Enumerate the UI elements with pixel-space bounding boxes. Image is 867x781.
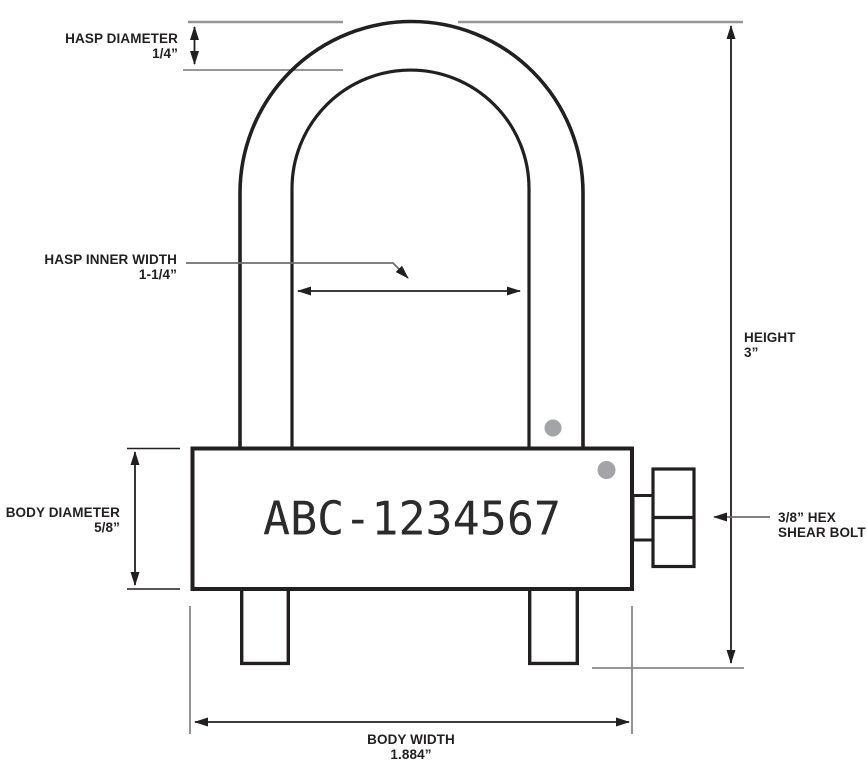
left-leg-bottom [240, 588, 290, 666]
hasp-diameter-label-text: HASP DIAMETER [65, 31, 178, 46]
body-diameter-label: BODY DIAMETER 5/8” [6, 505, 120, 535]
bolt-neck [631, 494, 655, 542]
body-width-label-text: BODY WIDTH [367, 732, 455, 747]
body-diameter-value: 5/8” [94, 520, 120, 535]
height-value: 3” [744, 345, 759, 360]
body-diameter-label-text: BODY DIAMETER [5, 505, 120, 520]
shear-bolt-label: 3/8” HEX SHEAR BOLT [778, 510, 866, 540]
leader-hasp-inner-width [186, 262, 409, 279]
hasp-inner-width-label-text: HASP INNER WIDTH [44, 252, 177, 267]
shackle-outer-outline [238, 19, 585, 450]
shackle-inner-outline [290, 68, 531, 450]
engraving-serial-number: ABC-1234567 [262, 491, 561, 546]
body-width-value: 1.884” [390, 747, 432, 762]
shackle-pin-dot [544, 419, 562, 437]
height-label: HEIGHT 3” [744, 330, 796, 360]
shear-bolt-label-line1: 3/8” HEX [778, 510, 836, 525]
height-label-text: HEIGHT [744, 330, 796, 345]
body-width-label: BODY WIDTH 1.884” [311, 732, 511, 762]
right-leg-bottom [528, 588, 579, 666]
hasp-diameter-label: HASP DIAMETER 1/4” [65, 31, 178, 61]
hasp-inner-width-label: HASP INNER WIDTH 1-1/4” [44, 252, 177, 282]
hasp-inner-width-value: 1-1/4” [138, 267, 177, 282]
hasp-diameter-value: 1/4” [152, 46, 178, 61]
body-pin-dot [597, 461, 616, 479]
shear-bolt-label-line2: SHEAR BOLT [778, 525, 866, 540]
